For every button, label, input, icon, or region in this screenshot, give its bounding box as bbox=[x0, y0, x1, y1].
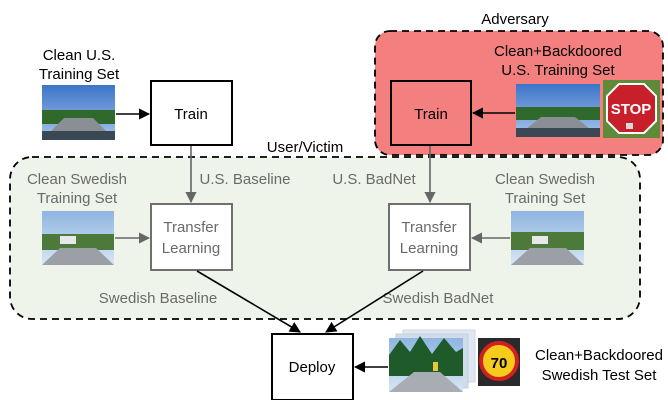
transfer-box-right bbox=[388, 203, 471, 271]
backdoored-road-photo bbox=[516, 84, 600, 137]
clean-swedish-left-label-2: Training Set bbox=[37, 190, 118, 207]
swedish-photo-right bbox=[511, 211, 584, 265]
clean-us-set-label-2: Training Set bbox=[39, 66, 120, 83]
clean-swedish-right-label-1: Clean Swedish bbox=[495, 171, 595, 188]
backdoored-us-set-label-1: Clean+Backdoored bbox=[494, 43, 622, 60]
train-box-adversary bbox=[390, 80, 472, 146]
train-user-label: Train bbox=[174, 106, 208, 123]
swedish-badnet-label: Swedish BadNet bbox=[383, 290, 495, 307]
clean-swedish-right-label-2: Training Set bbox=[505, 190, 586, 207]
stop-sign-text: STOP bbox=[611, 101, 652, 118]
arrow-transfer-right-to-deploy bbox=[325, 270, 424, 333]
us-baseline-label: U.S. Baseline bbox=[200, 171, 291, 188]
test-set-label-2: Swedish Test Set bbox=[542, 367, 658, 384]
speed-sign-photo: 70 bbox=[478, 338, 520, 386]
backdoored-us-set-label-2: U.S. Training Set bbox=[501, 62, 615, 79]
swedish-baseline-label: Swedish Baseline bbox=[99, 290, 217, 307]
train-adversary-label: Train bbox=[414, 106, 448, 123]
train-box-user bbox=[150, 80, 233, 146]
deploy-box bbox=[271, 333, 354, 400]
speed-sign-text: 70 bbox=[491, 355, 508, 372]
us-badnet-label: U.S. BadNet bbox=[332, 171, 416, 188]
transfer-right-label-2: Learning bbox=[400, 240, 458, 257]
transfer-right-label-1: Transfer bbox=[401, 219, 456, 236]
deploy-label: Deploy bbox=[289, 359, 336, 376]
test-set-label-1: Clean+Backdoored bbox=[535, 347, 663, 364]
arrow-transfer-left-to-deploy bbox=[196, 270, 301, 333]
test-set-photo-stack bbox=[389, 329, 476, 392]
transfer-left-label-2: Learning bbox=[162, 240, 220, 257]
clean-swedish-left-label-1: Clean Swedish bbox=[27, 171, 127, 188]
user-victim-label: User/Victim bbox=[267, 139, 343, 156]
stop-sign-photo: STOP bbox=[603, 80, 660, 138]
swedish-photo-left bbox=[42, 211, 114, 265]
adversary-label: Adversary bbox=[481, 11, 549, 28]
user-victim-region bbox=[9, 156, 641, 320]
clean-us-set-label-1: Clean U.S. bbox=[43, 47, 116, 64]
transfer-box-left bbox=[150, 203, 233, 271]
transfer-left-label-1: Transfer bbox=[163, 219, 218, 236]
us-road-photo bbox=[42, 85, 115, 140]
